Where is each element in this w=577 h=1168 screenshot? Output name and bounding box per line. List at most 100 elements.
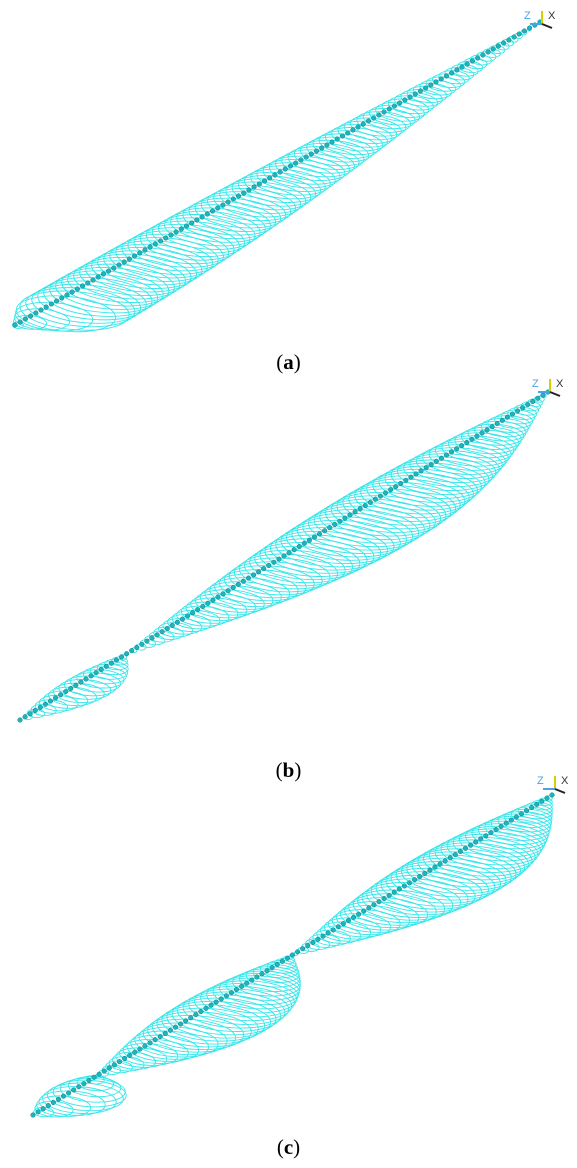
beam-node xyxy=(490,46,496,52)
beam-node xyxy=(544,795,550,801)
beam-node xyxy=(178,226,184,232)
beam-node xyxy=(514,408,521,414)
envelope-ring xyxy=(228,561,323,596)
beam-node xyxy=(111,1062,117,1068)
beam-node xyxy=(408,474,414,480)
beam-node xyxy=(438,455,444,461)
beam-node xyxy=(259,971,265,977)
beam-node xyxy=(376,112,382,118)
beam-node xyxy=(406,880,413,886)
beam-node xyxy=(183,1018,189,1024)
beam-node xyxy=(407,94,413,100)
envelope-ring xyxy=(330,491,447,533)
beam-node xyxy=(503,820,509,826)
beam-node xyxy=(432,864,438,870)
beam-node xyxy=(147,244,153,250)
beam-node xyxy=(28,313,34,319)
caption-label-b: b xyxy=(282,758,295,782)
axis-triad-c: Z X xyxy=(535,773,575,795)
beam-node xyxy=(60,1093,67,1099)
beam-node xyxy=(147,1040,153,1046)
beam-node xyxy=(339,133,346,139)
beam-node xyxy=(261,178,268,184)
beam-node xyxy=(194,217,200,223)
beam-node xyxy=(86,1077,92,1084)
beam-node xyxy=(480,52,486,58)
beam-node xyxy=(386,106,392,112)
envelope-ring xyxy=(121,233,224,272)
beam-node xyxy=(64,292,70,298)
beam-node xyxy=(85,280,91,286)
beam-node xyxy=(462,845,469,851)
beam-node xyxy=(159,629,165,635)
beam-node xyxy=(106,1065,112,1071)
beam-node xyxy=(249,977,255,983)
mode-shape-panel-c: Z X (c) xyxy=(0,775,577,1168)
beam-node xyxy=(12,322,18,328)
beam-node xyxy=(223,993,229,999)
beam-node xyxy=(371,115,377,121)
beam-node xyxy=(489,424,495,430)
beam-node xyxy=(433,458,439,464)
beam-node xyxy=(47,698,54,704)
axis-triad-icon xyxy=(538,379,561,397)
beam-node xyxy=(157,238,164,244)
envelope-ring xyxy=(115,237,219,275)
beam-node xyxy=(417,88,423,94)
beam-node xyxy=(173,229,179,235)
beam-node xyxy=(122,1055,128,1062)
beam-node xyxy=(98,666,104,673)
beam-node xyxy=(154,632,160,638)
envelope-ring xyxy=(127,230,230,268)
beam-node xyxy=(129,648,135,654)
beam-node xyxy=(93,670,99,676)
beam-node xyxy=(529,804,535,811)
beam-node xyxy=(478,836,484,842)
beam-node xyxy=(195,607,201,613)
beam-node xyxy=(91,1074,97,1080)
beam-node xyxy=(246,187,252,193)
beam-node xyxy=(63,689,69,695)
beam-node xyxy=(157,1034,163,1040)
beam-node xyxy=(38,307,44,313)
beam-node xyxy=(256,181,262,187)
beam-node xyxy=(454,446,460,452)
mode-shape-panel-a: Z X (a) xyxy=(0,0,577,390)
beam-node xyxy=(261,566,267,572)
beam-node xyxy=(116,262,122,268)
beam-node xyxy=(111,265,117,271)
beam-node xyxy=(301,540,307,546)
beam-node xyxy=(101,1068,107,1074)
beam-node xyxy=(172,1024,179,1030)
beam-node xyxy=(103,663,109,669)
beam-node xyxy=(345,130,351,136)
beam-node xyxy=(506,37,512,43)
beam-node xyxy=(90,277,96,283)
caption-label-c: c xyxy=(283,1135,294,1159)
caption-c: (c) xyxy=(276,1135,301,1159)
beam-node xyxy=(342,515,348,521)
beam-node xyxy=(417,874,423,880)
mode-shape-panel-b: Z X (b) xyxy=(0,378,577,785)
beam-node xyxy=(391,889,397,895)
axis-triad-a: Z X xyxy=(522,8,562,30)
beam-node xyxy=(371,902,377,908)
beam-node xyxy=(215,594,221,600)
beam-node xyxy=(74,286,80,292)
beam-node xyxy=(362,502,368,509)
node-line xyxy=(12,19,543,328)
beam-node xyxy=(272,172,278,178)
beam-node xyxy=(316,531,323,537)
beam-node xyxy=(126,256,132,262)
beam-node xyxy=(137,1046,143,1052)
beam-node xyxy=(325,930,331,936)
beam-node xyxy=(281,553,287,559)
beam-node xyxy=(230,196,236,202)
beam-node xyxy=(320,933,326,939)
beam-node xyxy=(306,537,312,543)
envelope-ring xyxy=(425,76,461,92)
axis-z-label: Z xyxy=(524,10,531,22)
envelope-ring xyxy=(325,495,442,537)
beam-node xyxy=(423,85,429,91)
beam-node xyxy=(37,704,43,710)
